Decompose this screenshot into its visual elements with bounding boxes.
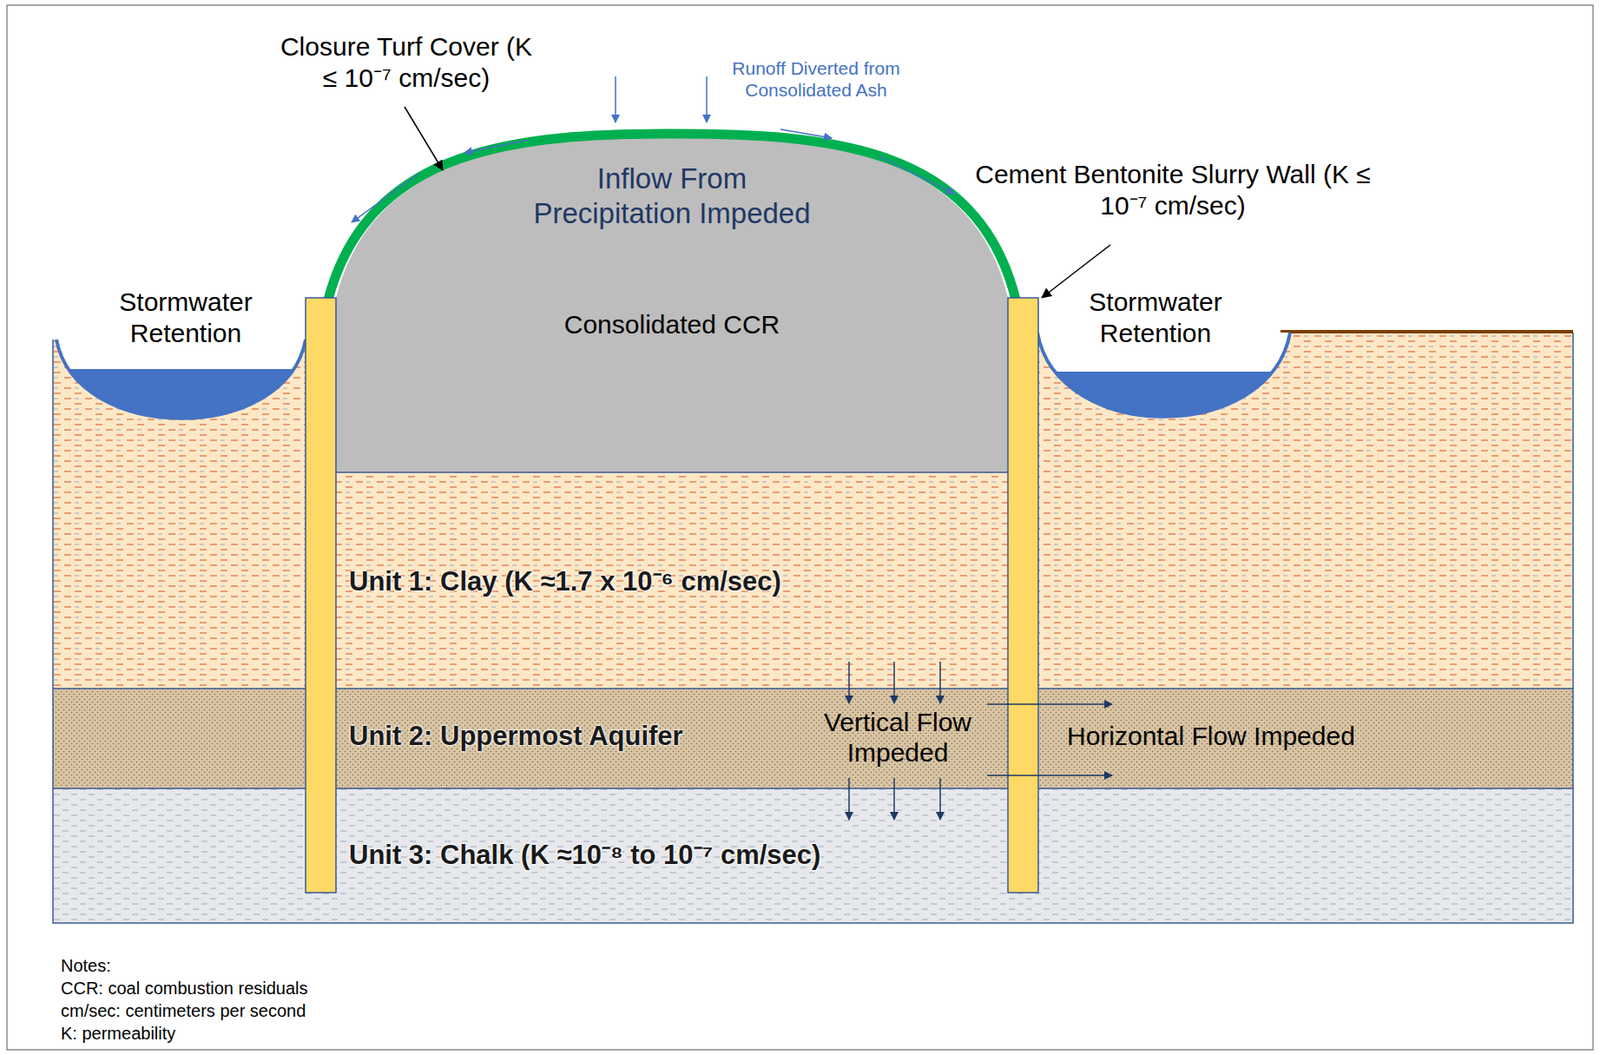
drawing-part xyxy=(705,76,708,123)
drawing-part xyxy=(848,661,850,704)
note-text: cm/sec: centimeters per second xyxy=(60,1000,306,1021)
drawing-part xyxy=(404,106,443,171)
drawing-part xyxy=(52,688,1574,789)
clay-band: Unit 1: Clay (K ≈1.7 x 10⁻⁶ cm/sec) xyxy=(52,339,1574,689)
slurry-walls xyxy=(305,297,1039,893)
basin-label: Stormwater Retention xyxy=(98,286,273,349)
note-text: K: permeability xyxy=(60,1022,176,1044)
drawing-part xyxy=(780,129,832,139)
drawing-part xyxy=(56,339,306,419)
drawing-part xyxy=(464,139,529,153)
drawing-part xyxy=(335,137,1008,473)
drawing-part xyxy=(1007,297,1039,893)
frame xyxy=(6,5,1594,1050)
drawing-part xyxy=(52,788,1574,923)
leader-lines xyxy=(404,106,1111,298)
basin-label: Stormwater Retention xyxy=(1068,286,1243,349)
annotation-text: Inflow From Precipitation Impeded xyxy=(515,161,829,231)
drawing-part xyxy=(939,661,942,704)
drawing-part xyxy=(52,787,1574,790)
drawing-part xyxy=(328,133,1016,300)
note-text: CCR: coal combustion residuals xyxy=(60,977,309,999)
unit-label: Unit 2: Uppermost Aquifer xyxy=(348,719,684,752)
note-text: Notes: xyxy=(60,954,112,976)
callout-label: Cement Bentonite Slurry Wall (K ≤ 10⁻⁷ c… xyxy=(964,158,1382,222)
drawing-part xyxy=(335,471,1008,474)
chalk-band: Unit 3: Chalk (K ≈10⁻⁸ to 10⁻⁷ cm/sec) xyxy=(52,788,1574,923)
callout-label: Closure Turf Cover (K ≤ 10⁻⁷ cm/sec) xyxy=(276,31,537,94)
drawing-part xyxy=(614,76,617,123)
drawing-part xyxy=(52,368,313,456)
drawing-part xyxy=(939,777,942,820)
flow-label: Horizontal Flow Impeded xyxy=(1066,720,1356,752)
unit-label: Unit 3: Chalk (K ≈10⁻⁸ to 10⁻⁷ cm/sec) xyxy=(348,838,821,871)
ccr-dome-region: Inflow From Precipitation ImpededConsoli… xyxy=(335,135,1008,473)
runoff-note: Runoff Diverted from Consolidated Ash xyxy=(711,57,921,101)
drawing-part xyxy=(893,661,896,704)
flow-label: Vertical Flow Impeded xyxy=(802,707,994,768)
drawing-part xyxy=(305,297,336,893)
drawing-part xyxy=(893,777,896,820)
region-label: Consolidated CCR xyxy=(498,309,846,341)
ccr-dome xyxy=(328,133,1016,473)
drawing-part xyxy=(351,173,419,223)
drawing-part xyxy=(848,777,850,820)
drawing-part xyxy=(1280,329,1574,334)
drawing-part xyxy=(879,156,955,194)
drawing-part xyxy=(987,774,1113,777)
drawing-part xyxy=(52,687,1574,690)
unit-label: Unit 1: Clay (K ≈1.7 x 10⁻⁶ cm/sec) xyxy=(348,565,782,598)
drawing-part xyxy=(987,703,1113,705)
